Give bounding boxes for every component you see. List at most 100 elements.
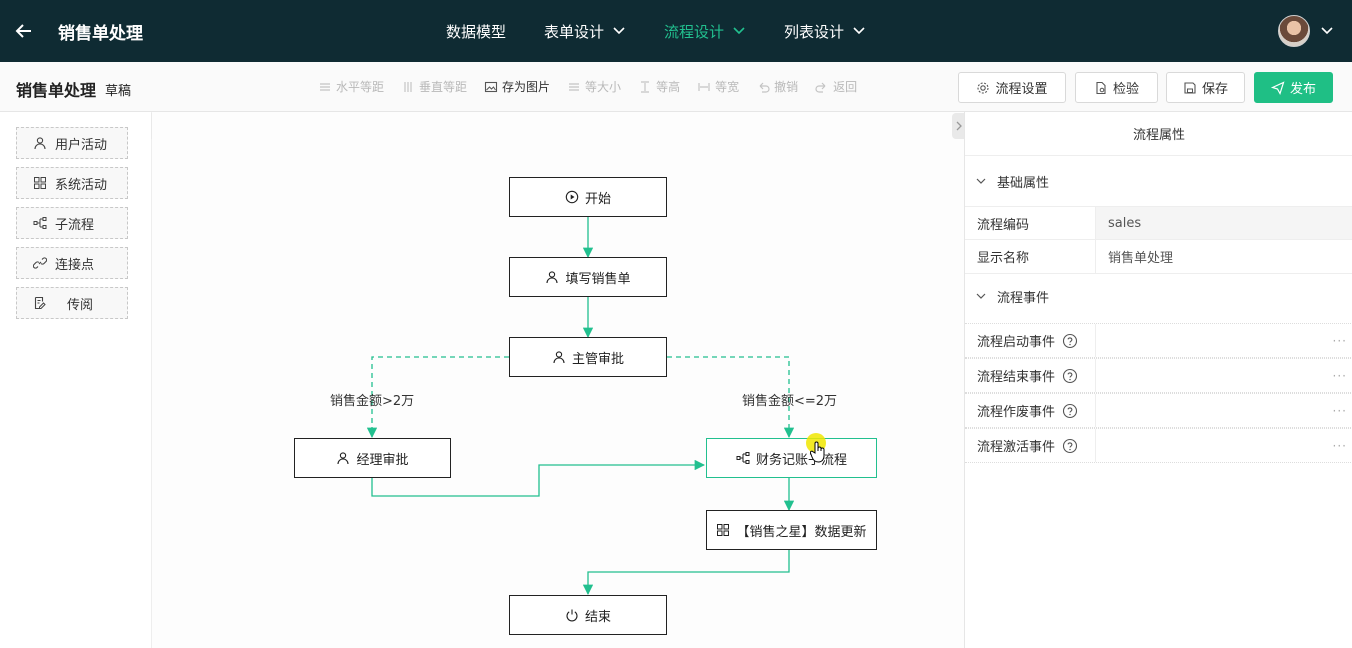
user-icon	[546, 271, 559, 284]
node-palette: 用户活动 系统活动 子流程 连接点 传阅	[0, 112, 152, 648]
event-row-void: 流程作废事件 ···	[965, 393, 1352, 428]
circulate-icon	[34, 296, 46, 310]
tool-label: 等大小	[585, 80, 622, 94]
help-icon[interactable]	[1062, 403, 1078, 419]
avatar[interactable]	[1278, 15, 1310, 47]
node-finance-subflow[interactable]: 财务记账子流程	[706, 438, 877, 478]
file-check-icon	[1096, 81, 1106, 94]
event-label: 流程激活事件	[965, 429, 1096, 462]
node-supervisor-approval[interactable]: 主管审批	[509, 337, 667, 377]
same-width-button[interactable]: 等宽	[697, 78, 739, 95]
nav-list-design[interactable]: 列表设计	[784, 0, 866, 62]
event-label-text: 流程作废事件	[977, 405, 1056, 420]
palette-circulate[interactable]: 传阅	[16, 287, 128, 319]
palette-subflow[interactable]: 子流程	[16, 207, 128, 239]
node-fill-sales-order[interactable]: 填写销售单	[509, 257, 667, 297]
toolbar: 销售单处理 草稿 水平等距 垂直等距 存为图片 等大小 等高 等宽 撤销 返回 …	[0, 62, 1352, 112]
nav-label: 数据模型	[446, 22, 507, 41]
flow-code-input[interactable]: sales	[1096, 207, 1352, 239]
prop-label: 显示名称	[965, 240, 1096, 273]
nav-data-model[interactable]: 数据模型	[446, 0, 506, 62]
top-nav-bar: 销售单处理 数据模型 表单设计 流程设计 列表设计	[0, 0, 1352, 62]
node-label: 经理审批	[356, 452, 409, 468]
nav-form-design[interactable]: 表单设计	[544, 0, 626, 62]
help-icon[interactable]	[1062, 333, 1078, 349]
palette-label: 用户活动	[55, 137, 108, 153]
section-label: 流程事件	[997, 290, 1050, 306]
more-icon[interactable]: ···	[1332, 368, 1347, 383]
palette-system-activity[interactable]: 系统活动	[16, 167, 128, 199]
event-value[interactable]: ···	[1096, 359, 1352, 392]
grid-icon	[34, 177, 46, 189]
tool-label: 存为图片	[502, 80, 551, 94]
section-basic-properties[interactable]: 基础属性	[965, 159, 1352, 203]
event-value[interactable]: ···	[1096, 429, 1352, 462]
same-width-icon	[698, 82, 710, 91]
app-title: 销售单处理	[58, 24, 143, 44]
palette-connector[interactable]: 连接点	[16, 247, 128, 279]
align-vertical-button[interactable]: 垂直等距	[401, 78, 467, 95]
back-arrow-icon[interactable]	[14, 21, 34, 41]
align-vertical-icon	[404, 81, 412, 92]
more-icon[interactable]: ···	[1332, 333, 1347, 348]
image-icon	[484, 81, 498, 92]
button-label: 保存	[1201, 82, 1228, 97]
user-icon	[337, 452, 350, 465]
align-horizontal-button[interactable]: 水平等距	[318, 78, 384, 95]
event-row-activate: 流程激活事件 ···	[965, 428, 1352, 463]
save-button[interactable]: 保存	[1166, 72, 1245, 103]
palette-label: 子流程	[55, 217, 95, 233]
chevron-down-icon	[853, 27, 865, 35]
main-nav: 数据模型 表单设计 流程设计 列表设计	[446, 0, 904, 62]
node-end[interactable]: 结束	[509, 595, 667, 635]
node-label: 结束	[584, 609, 611, 625]
button-label: 流程设置	[995, 82, 1048, 97]
grid-icon	[717, 524, 730, 536]
hand-cursor-icon	[810, 441, 825, 463]
tool-label: 等高	[656, 80, 681, 94]
more-icon[interactable]: ···	[1332, 403, 1347, 418]
help-icon[interactable]	[1062, 368, 1078, 384]
node-sales-star-update[interactable]: 【销售之星】数据更新	[706, 510, 877, 550]
check-button[interactable]: 检验	[1075, 72, 1158, 103]
chevron-down-icon	[613, 27, 625, 35]
same-size-icon	[569, 82, 580, 91]
prop-row-display-name: 显示名称销售单处理	[965, 240, 1352, 274]
event-label-text: 流程启动事件	[977, 335, 1056, 350]
edge-label-over-20k: 销售金额>2万	[330, 394, 415, 409]
event-label: 流程作废事件	[965, 394, 1096, 427]
chevron-down-icon	[976, 178, 986, 184]
save-image-button[interactable]: 存为图片	[484, 78, 550, 95]
undo-button[interactable]: 撤销	[756, 78, 798, 95]
section-label: 基础属性	[997, 175, 1050, 191]
help-icon[interactable]	[1062, 438, 1078, 454]
nav-flow-design[interactable]: 流程设计	[664, 0, 746, 62]
publish-button[interactable]: 发布	[1254, 72, 1333, 103]
redo-button[interactable]: 返回	[815, 78, 857, 95]
status-badge: 草稿	[105, 84, 132, 99]
node-label: 填写销售单	[565, 271, 631, 287]
palette-user-activity[interactable]: 用户活动	[16, 127, 128, 159]
collapse-right-panel-handle[interactable]	[952, 113, 965, 139]
undo-icon	[759, 82, 770, 93]
send-icon	[1270, 80, 1285, 95]
flow-settings-button[interactable]: 流程设置	[958, 72, 1066, 103]
chevron-down-icon	[976, 293, 986, 299]
section-flow-events[interactable]: 流程事件	[965, 274, 1352, 318]
event-value[interactable]: ···	[1096, 324, 1352, 357]
event-value[interactable]: ···	[1096, 394, 1352, 427]
node-label: 开始	[584, 191, 611, 207]
event-label: 流程启动事件	[965, 324, 1096, 357]
palette-label: 系统活动	[55, 177, 108, 193]
more-icon[interactable]: ···	[1332, 438, 1347, 453]
user-icon	[34, 137, 46, 150]
tool-label: 垂直等距	[419, 80, 468, 94]
chevron-down-icon[interactable]	[1320, 24, 1334, 38]
node-start[interactable]: 开始	[509, 177, 667, 217]
same-height-button[interactable]: 等高	[638, 78, 680, 95]
node-manager-approval[interactable]: 经理审批	[294, 438, 451, 478]
display-name-input[interactable]: 销售单处理	[1108, 251, 1174, 266]
same-size-button[interactable]: 等大小	[567, 78, 621, 95]
